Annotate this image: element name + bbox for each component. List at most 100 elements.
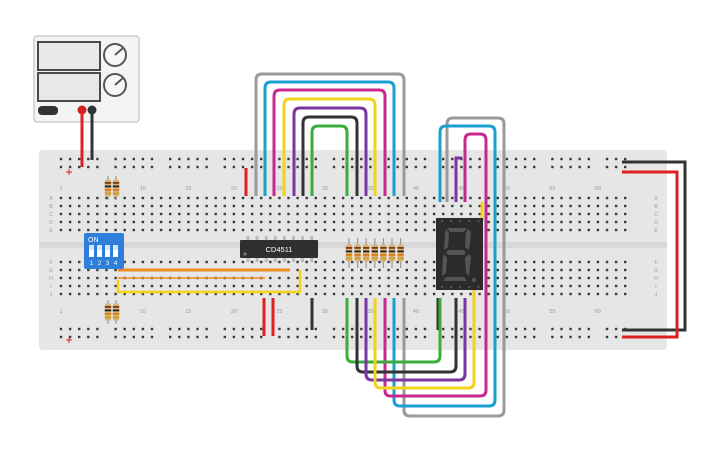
rail-hole[interactable]: [551, 157, 554, 161]
breadboard-hole[interactable]: [423, 212, 427, 216]
breadboard-hole[interactable]: [305, 212, 308, 216]
breadboard-hole[interactable]: [396, 220, 399, 224]
dip-lever-2[interactable]: [97, 245, 102, 257]
breadboard-hole[interactable]: [351, 228, 354, 232]
rail-hole[interactable]: [478, 327, 481, 331]
breadboard-hole[interactable]: [68, 196, 72, 200]
breadboard-hole[interactable]: [150, 292, 154, 296]
breadboard-hole[interactable]: [387, 276, 390, 280]
breadboard-hole[interactable]: [360, 268, 363, 272]
breadboard-hole[interactable]: [59, 276, 63, 280]
breadboard-hole[interactable]: [78, 284, 81, 288]
rail-hole[interactable]: [605, 157, 609, 161]
rail-power-bridge-wire[interactable]: [622, 170, 679, 339]
breadboard-hole[interactable]: [223, 292, 226, 296]
rail-hole[interactable]: [296, 165, 299, 169]
breadboard-hole[interactable]: [105, 268, 108, 272]
pulldown-resistor-bottom-1[interactable]: [104, 300, 112, 324]
breadboard-hole[interactable]: [278, 220, 281, 224]
rail-hole[interactable]: [451, 327, 454, 331]
rail-hole[interactable]: [478, 335, 481, 339]
breadboard-hole[interactable]: [596, 260, 600, 264]
breadboard-hole[interactable]: [341, 276, 345, 280]
breadboard-hole[interactable]: [405, 260, 408, 264]
breadboard-hole[interactable]: [296, 212, 299, 216]
rail-hole[interactable]: [260, 157, 263, 161]
rail-hole[interactable]: [178, 335, 181, 339]
breadboard-hole[interactable]: [605, 212, 609, 216]
breadboard-hole[interactable]: [68, 220, 72, 224]
breadboard-hole[interactable]: [78, 292, 81, 296]
breadboard-hole[interactable]: [387, 196, 390, 200]
rail-hole[interactable]: [442, 335, 445, 339]
breadboard-hole[interactable]: [378, 292, 381, 296]
breadboard-hole[interactable]: [523, 228, 527, 232]
breadboard-hole[interactable]: [178, 220, 181, 224]
breadboard-hole[interactable]: [278, 196, 281, 200]
rail-hole[interactable]: [360, 327, 363, 331]
breadboard-hole[interactable]: [241, 220, 245, 224]
rail-hole[interactable]: [560, 327, 563, 331]
rail-hole[interactable]: [614, 165, 618, 169]
rail-hole[interactable]: [287, 157, 290, 161]
breadboard-hole[interactable]: [460, 196, 463, 200]
breadboard-hole[interactable]: [542, 228, 545, 232]
breadboard-hole[interactable]: [269, 212, 272, 216]
breadboard-hole[interactable]: [205, 284, 208, 288]
rail-hole[interactable]: [78, 327, 81, 331]
rail-hole[interactable]: [414, 157, 418, 161]
breadboard-hole[interactable]: [387, 220, 390, 224]
breadboard-hole[interactable]: [141, 196, 145, 200]
breadboard-hole[interactable]: [442, 212, 445, 216]
rail-hole[interactable]: [469, 165, 472, 169]
power-supply[interactable]: [33, 35, 140, 123]
breadboard-hole[interactable]: [387, 284, 390, 288]
breadboard-hole[interactable]: [533, 196, 536, 200]
breadboard-hole[interactable]: [159, 260, 163, 264]
rail-hole[interactable]: [423, 157, 427, 161]
breadboard-hole[interactable]: [442, 196, 445, 200]
breadboard-hole[interactable]: [159, 196, 163, 200]
breadboard-hole[interactable]: [551, 292, 554, 296]
breadboard-hole[interactable]: [496, 220, 499, 224]
rail-hole[interactable]: [287, 335, 290, 339]
rail-hole[interactable]: [278, 335, 281, 339]
magenta-top-arch-wire[interactable]: [272, 88, 387, 196]
breadboard-hole[interactable]: [296, 284, 299, 288]
breadboard-hole[interactable]: [305, 292, 308, 296]
breadboard-hole[interactable]: [378, 268, 381, 272]
breadboard-hole[interactable]: [505, 268, 509, 272]
rail-hole[interactable]: [123, 165, 126, 169]
breadboard-hole[interactable]: [596, 212, 600, 216]
breadboard-hole[interactable]: [250, 204, 254, 208]
breadboard-hole[interactable]: [514, 220, 518, 224]
breadboard-hole[interactable]: [360, 284, 363, 288]
breadboard-hole[interactable]: [178, 228, 181, 232]
breadboard-hole[interactable]: [214, 284, 217, 288]
breadboard-hole[interactable]: [96, 228, 99, 232]
breadboard-hole[interactable]: [505, 196, 509, 200]
rail-hole[interactable]: [360, 157, 363, 161]
breadboard-hole[interactable]: [624, 220, 627, 224]
rail-hole[interactable]: [196, 157, 199, 161]
breadboard-hole[interactable]: [232, 292, 236, 296]
rail-hole[interactable]: [396, 157, 399, 161]
rail-hole[interactable]: [569, 157, 572, 161]
breadboard-hole[interactable]: [478, 292, 481, 296]
breadboard-hole[interactable]: [260, 292, 263, 296]
breadboard-hole[interactable]: [605, 204, 609, 208]
breadboard-hole[interactable]: [587, 220, 590, 224]
rail-hole[interactable]: [132, 327, 135, 331]
rail-hole[interactable]: [332, 335, 336, 339]
breadboard-hole[interactable]: [141, 228, 145, 232]
breadboard-hole[interactable]: [78, 204, 81, 208]
breadboard-hole[interactable]: [432, 268, 436, 272]
rail-hole[interactable]: [178, 157, 181, 161]
rail-hole[interactable]: [624, 165, 627, 169]
breadboard-hole[interactable]: [141, 260, 145, 264]
rail-hole[interactable]: [514, 327, 518, 331]
breadboard-hole[interactable]: [533, 204, 536, 208]
black-top-arch-wire[interactable]: [301, 115, 359, 196]
breadboard-hole[interactable]: [442, 292, 445, 296]
breadboard-hole[interactable]: [569, 228, 572, 232]
